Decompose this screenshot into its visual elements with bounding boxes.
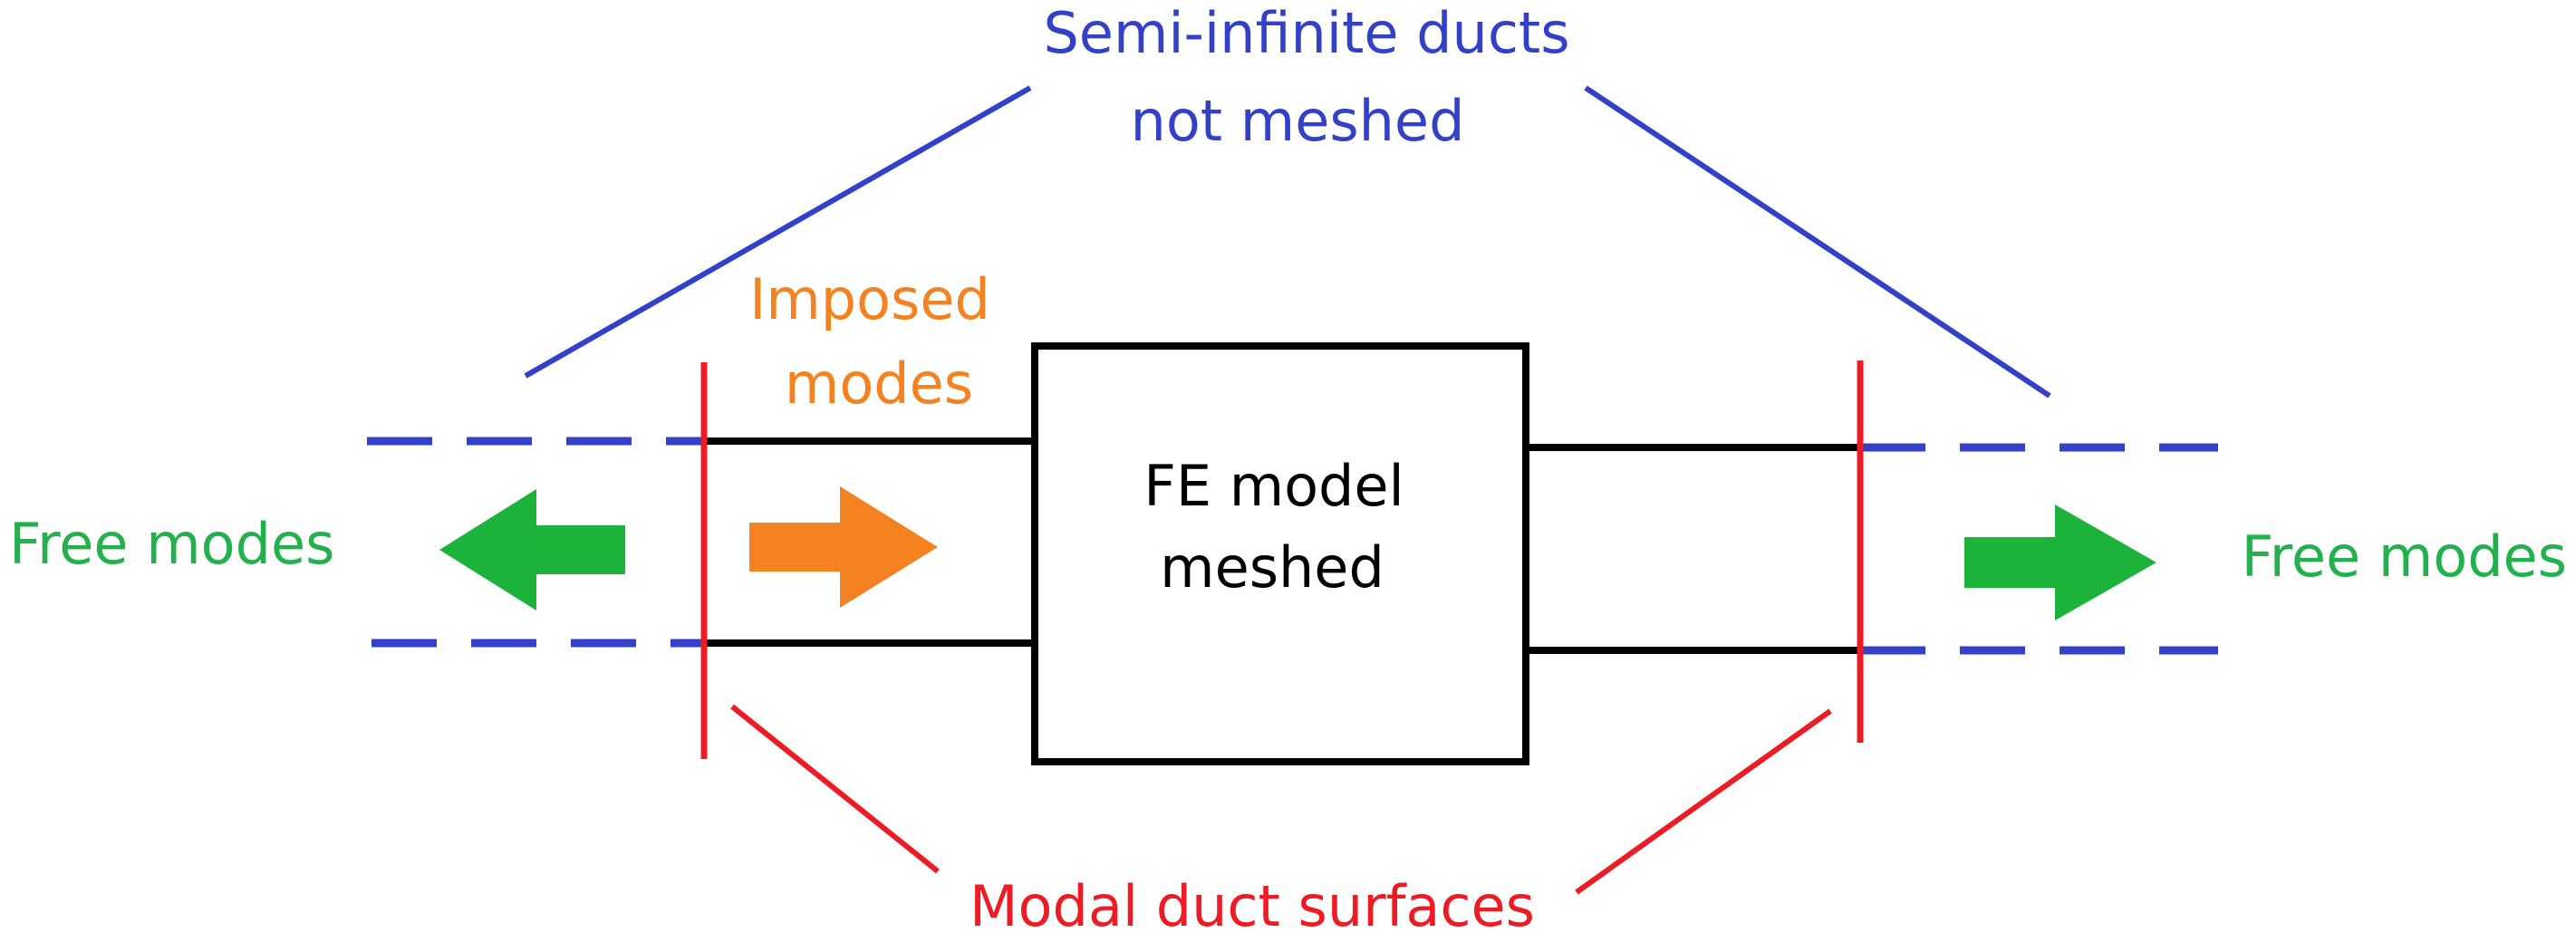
modal-duct-surfaces-label: Modal duct surfaces — [970, 873, 1535, 939]
free-modes-left-label: Free modes — [9, 511, 334, 577]
modal-surface-pointer-right — [1575, 708, 1832, 895]
semi-infinite-pointer-right — [1584, 85, 2051, 399]
fe-model-box — [1031, 342, 1529, 765]
semi-infinite-pointer-left — [524, 85, 1032, 379]
imposed-mode-arrow — [749, 486, 938, 608]
imposed-modes-label-line2: modes — [785, 351, 973, 417]
imposed-modes-label-line1: Imposed — [749, 266, 990, 332]
semi-infinite-label-line2: not meshed — [1131, 88, 1465, 154]
fe-model-label-line1: FE model — [1143, 453, 1404, 519]
free-modes-right-label: Free modes — [2242, 524, 2567, 590]
semi-infinite-label-line1: Semi-infinite ducts — [1043, 0, 1569, 66]
right-free-mode-arrow — [1964, 505, 2156, 620]
left-free-mode-arrow — [439, 489, 625, 610]
modal-surface-pointer-left — [730, 704, 940, 874]
fe-model-label-line2: meshed — [1160, 534, 1384, 601]
